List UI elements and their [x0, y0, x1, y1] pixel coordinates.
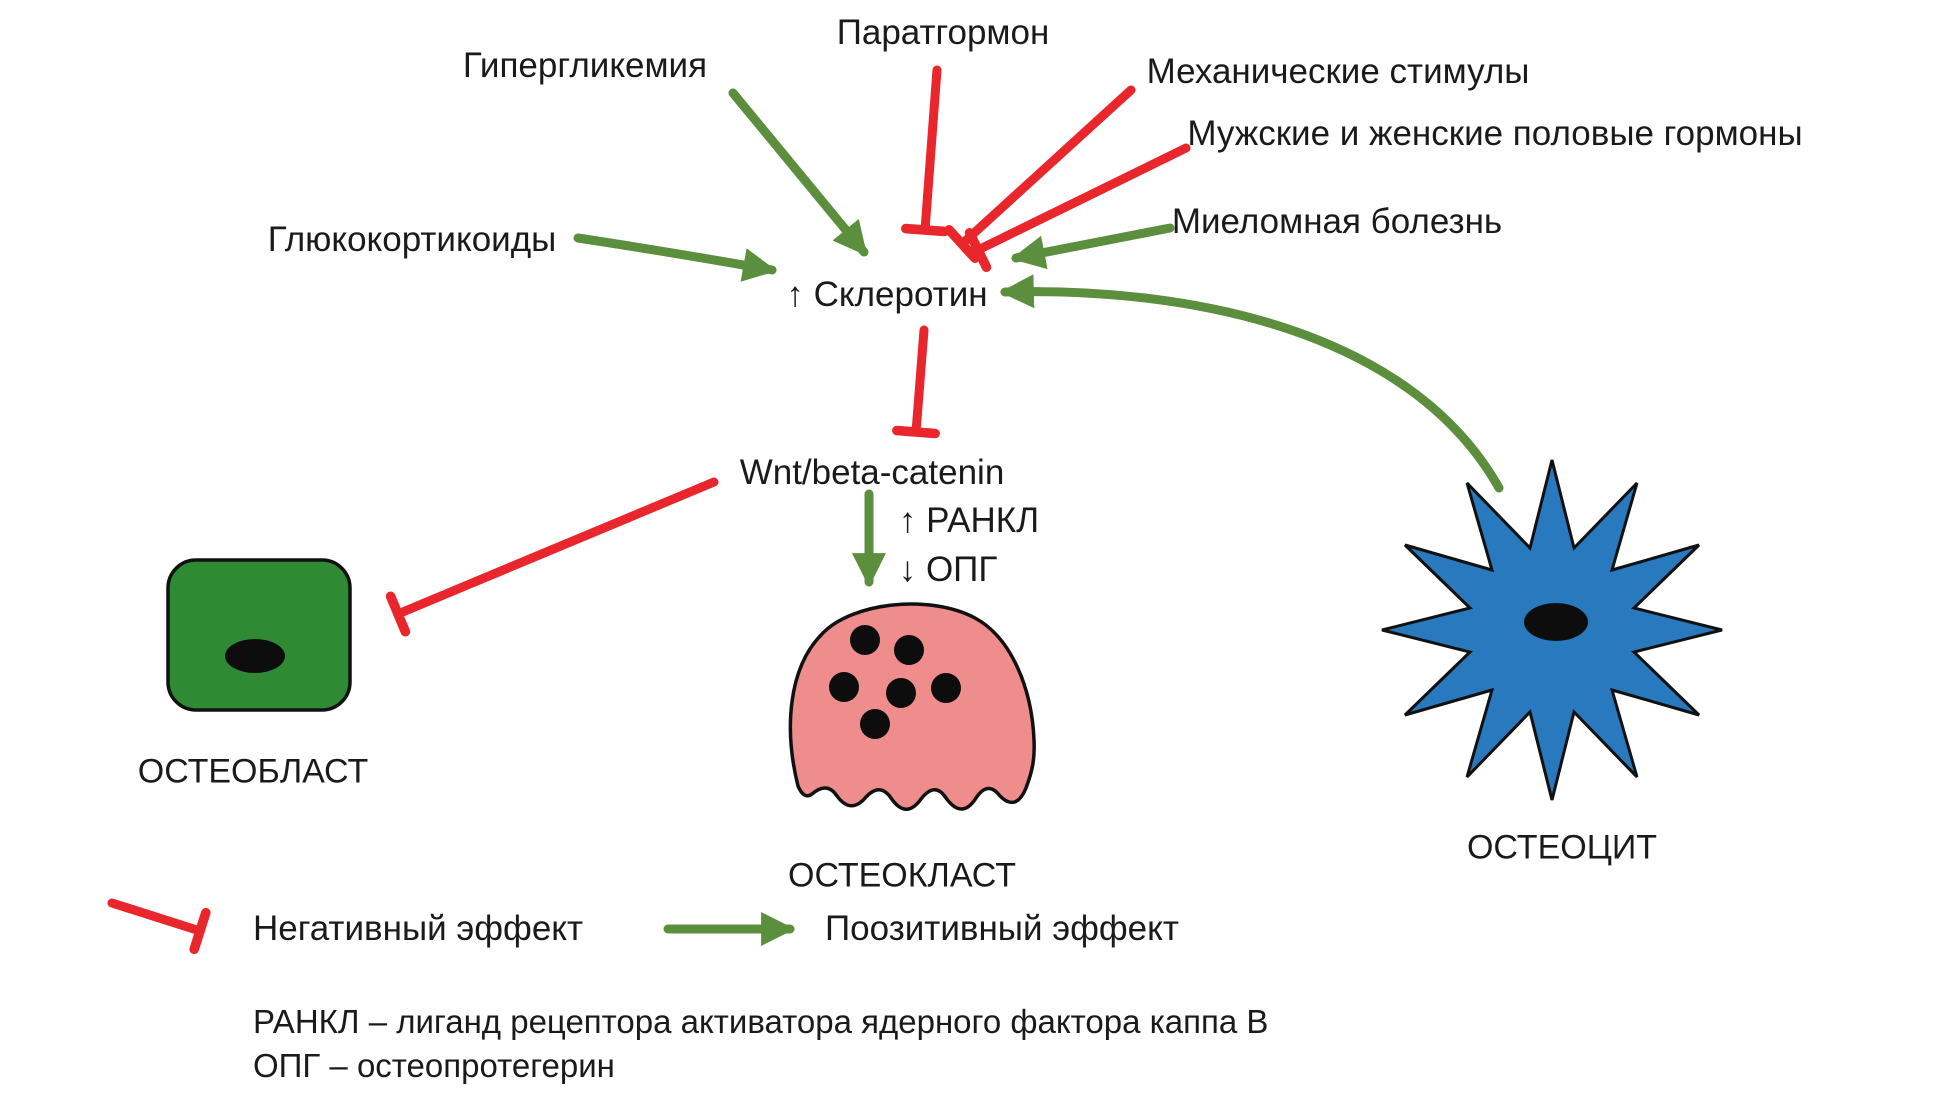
osteoclast-nucleus — [886, 678, 916, 708]
edge-sex-hormones-sclerostin — [964, 143, 1191, 273]
osteocyte-nucleus — [1524, 603, 1588, 641]
label-sex-hormones: Мужские и женские половые гормоны — [1187, 113, 1803, 153]
label-osteocyte: ОСТЕОЦИТ — [1466, 828, 1658, 867]
label-mechanical-stimuli: Механические стимулы — [1146, 51, 1530, 91]
osteoclast-cell — [788, 602, 1036, 811]
label-sclerostin: ↑ Склеротин — [786, 274, 988, 314]
osteoblast-nucleus — [225, 639, 285, 673]
edge-parathormone-sclerostin — [901, 65, 949, 237]
label-wnt-beta-catenin: Wnt/beta-catenin — [739, 452, 1005, 492]
legend-negative-label: Негативный эффект — [253, 908, 584, 948]
edge-hyperglycemia-sclerostin — [728, 88, 869, 257]
osteoclast-nucleus — [931, 673, 961, 703]
legend-negative-symbol — [107, 898, 211, 955]
edge-mechanical-stimuli-sclerostin — [944, 85, 1136, 263]
label-myeloma-disease: Миеломная болезнь — [1171, 201, 1503, 241]
label-rankl-up: ↑ РАНКЛ — [898, 500, 1040, 540]
label-parathormone: Паратгормон — [836, 12, 1050, 52]
edge-glucocorticoids-sclerostin — [573, 233, 778, 282]
osteoclast-nucleus — [829, 672, 859, 702]
legend-positive-label: Поозитивный эффект — [825, 908, 1179, 948]
osteoclast-nucleus — [894, 635, 924, 665]
osteoclast-nucleus — [850, 625, 880, 655]
label-osteoblast: ОСТЕОБЛАСТ — [137, 752, 369, 791]
osteoclast-nucleus — [860, 709, 890, 739]
edge-osteocyte-sclerostin — [999, 274, 1504, 493]
edge-wnt-osteoblast — [385, 477, 719, 637]
footnote-opg: ОПГ – остеопротегерин — [253, 1047, 615, 1085]
label-opg-down: ↓ ОПГ — [898, 549, 998, 589]
label-hyperglycemia: Гипергликемия — [462, 45, 708, 85]
footnote-rankl: РАНКЛ – лиганд рецептора активатора ядер… — [253, 1003, 1269, 1041]
label-osteoclast: ОСТЕОКЛАСТ — [787, 856, 1017, 895]
label-glucocorticoids: Глюкокортикоиды — [267, 219, 557, 259]
edge-myeloma-sclerostin — [1010, 223, 1175, 270]
edge-sclerostin-wnt — [892, 325, 940, 439]
osteoblast-cell — [166, 558, 352, 712]
